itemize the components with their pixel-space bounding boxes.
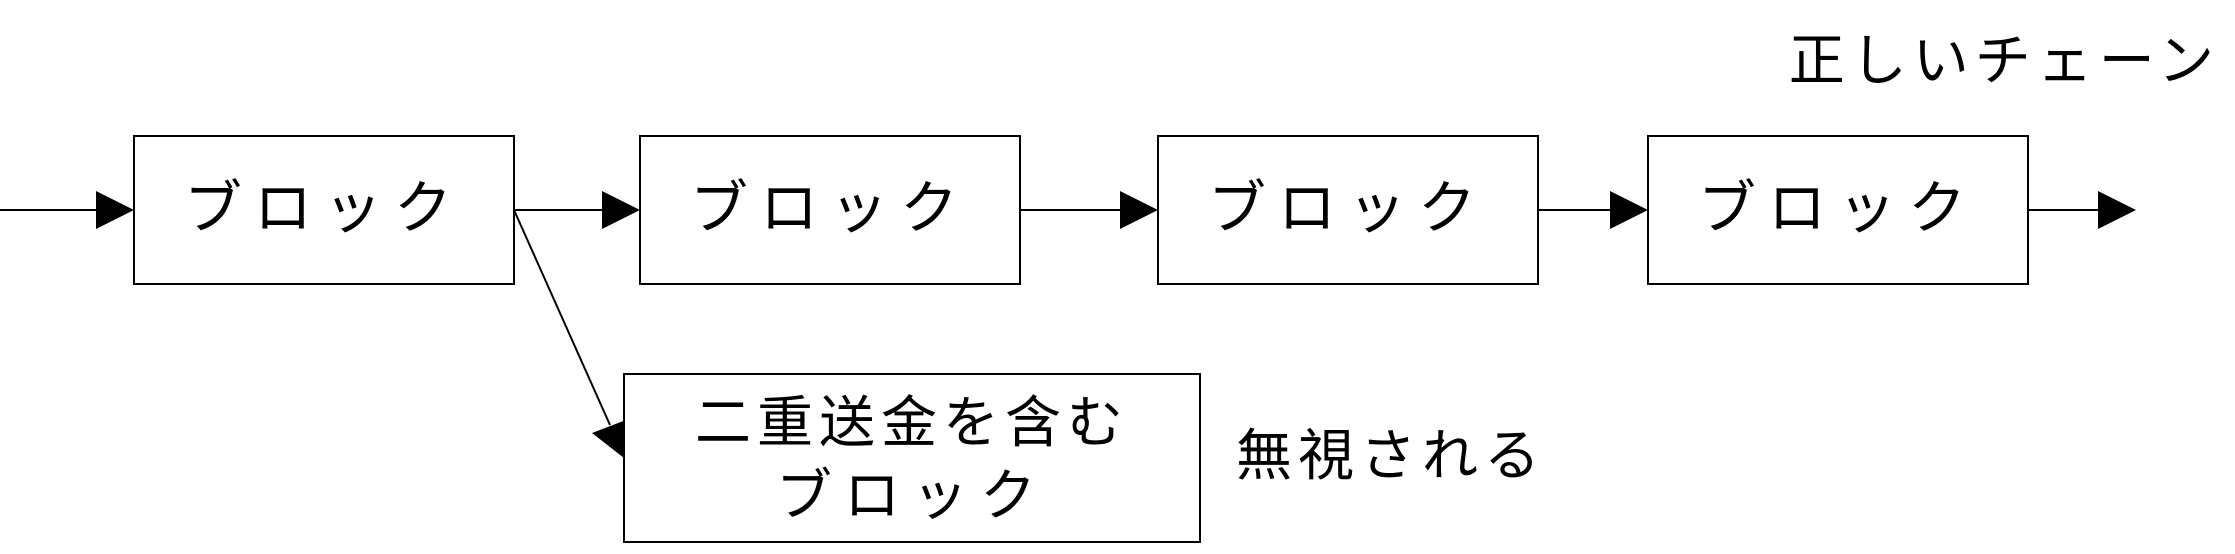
- chain-block-2-label: ブロック: [690, 174, 970, 242]
- chain-block-3: ブロック: [1157, 135, 1539, 285]
- valid-chain-caption: 正しいチェーン: [1789, 29, 2220, 94]
- chain-block-4-label: ブロック: [1698, 174, 1978, 242]
- ignored-caption: 無視される: [1236, 424, 1546, 489]
- arrow-block-2-to-3: [1020, 191, 1158, 229]
- fork-arrow: [513, 209, 626, 458]
- chain-block-1: ブロック: [133, 135, 515, 285]
- chain-block-1-label: ブロック: [184, 174, 464, 242]
- outgoing-arrow: [2028, 191, 2136, 229]
- double-spend-block: 二重送金を含む ブロック: [623, 373, 1201, 543]
- chain-block-3-label: ブロック: [1208, 174, 1488, 242]
- incoming-arrow: [0, 191, 134, 229]
- arrow-block-1-to-2: [514, 191, 640, 229]
- chain-block-2: ブロック: [639, 135, 1021, 285]
- chain-block-4: ブロック: [1647, 135, 2029, 285]
- arrow-block-3-to-4: [1538, 191, 1648, 229]
- double-spend-block-line1: 二重送金を含む: [695, 391, 1129, 456]
- double-spend-block-line2: ブロック: [776, 464, 1048, 529]
